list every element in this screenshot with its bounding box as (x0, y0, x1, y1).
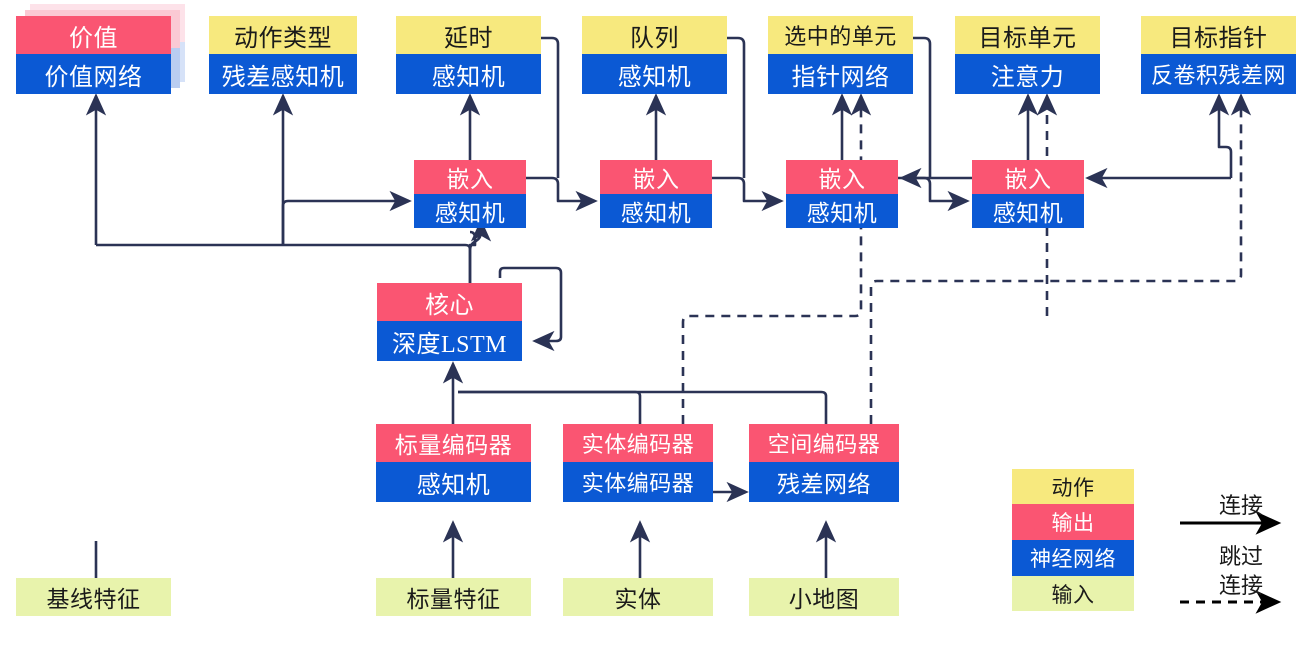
legend-connection-label: 连接 (1178, 488, 1301, 518)
legend-skip-text-2: 连接 (1218, 573, 1263, 598)
node-embed-4-bottom: 感知机 (972, 194, 1084, 228)
node-embed-2-bottom: 感知机 (600, 194, 712, 228)
input-scalar-features[interactable]: 标量特征 (376, 578, 531, 616)
node-target-unit-bottom: 注意力 (955, 54, 1100, 94)
input-minimap[interactable]: 小地图 (749, 578, 899, 616)
legend-skip-label-1: 跳过 (1178, 539, 1301, 569)
node-value[interactable]: 价值 价值网络 (16, 16, 171, 94)
node-target-unit[interactable]: 目标单元 注意力 (955, 16, 1100, 94)
node-spatial-encoder-top: 空间编码器 (749, 424, 899, 462)
input-entities[interactable]: 实体 (563, 578, 713, 616)
node-core-bottom: 深度LSTM (377, 321, 522, 361)
legend-swatch-output: 输出 (1012, 504, 1134, 540)
node-selected-units-top: 选中的单元 (768, 16, 913, 54)
node-queue-top: 队列 (582, 16, 727, 54)
node-core[interactable]: 核心 深度LSTM (377, 283, 522, 361)
node-action-type[interactable]: 动作类型 残差感知机 (209, 16, 357, 94)
node-action-type-top: 动作类型 (209, 16, 357, 54)
input-baseline-features-label: 基线特征 (16, 578, 171, 616)
node-scalar-encoder[interactable]: 标量编码器 感知机 (376, 424, 531, 502)
node-selected-units[interactable]: 选中的单元 指针网络 (768, 16, 913, 94)
node-spatial-encoder-bottom: 残差网络 (749, 462, 899, 502)
legend-skip-label-2: 连接 (1178, 568, 1301, 598)
node-target-unit-top: 目标单元 (955, 16, 1100, 54)
legend-swatches: 动作 输出 神经网络 输入 (1012, 469, 1134, 611)
node-scalar-encoder-bottom: 感知机 (376, 462, 531, 502)
node-queue-bottom: 感知机 (582, 54, 727, 94)
node-queue[interactable]: 队列 感知机 (582, 16, 727, 94)
legend-swatch-input: 输入 (1012, 576, 1134, 611)
node-delay[interactable]: 延时 感知机 (396, 16, 541, 94)
node-embed-3[interactable]: 嵌入 感知机 (786, 160, 898, 228)
legend-swatch-network: 神经网络 (1012, 540, 1134, 576)
input-entities-label: 实体 (563, 578, 713, 616)
legend-swatch-action: 动作 (1012, 469, 1134, 504)
node-action-type-bottom: 残差感知机 (209, 54, 357, 94)
node-target-point[interactable]: 目标指针 反卷积残差网 (1141, 16, 1296, 94)
input-scalar-features-label: 标量特征 (376, 578, 531, 616)
node-entity-encoder[interactable]: 实体编码器 实体编码器 (563, 424, 713, 502)
input-minimap-label: 小地图 (749, 578, 899, 616)
node-embed-3-bottom: 感知机 (786, 194, 898, 228)
node-embed-2[interactable]: 嵌入 感知机 (600, 160, 712, 228)
node-selected-units-bottom: 指针网络 (768, 54, 913, 94)
node-entity-encoder-bottom: 实体编码器 (563, 462, 713, 502)
node-embed-1-top: 嵌入 (414, 160, 526, 194)
node-embed-2-top: 嵌入 (600, 160, 712, 194)
node-core-top: 核心 (377, 283, 522, 321)
legend-connection-text: 连接 (1218, 493, 1263, 518)
node-embed-1[interactable]: 嵌入 感知机 (414, 160, 526, 228)
legend-skip-text-1: 跳过 (1218, 544, 1263, 569)
node-entity-encoder-top: 实体编码器 (563, 424, 713, 462)
node-target-point-top: 目标指针 (1141, 16, 1296, 54)
node-delay-bottom: 感知机 (396, 54, 541, 94)
node-delay-top: 延时 (396, 16, 541, 54)
node-embed-1-bottom: 感知机 (414, 194, 526, 228)
node-scalar-encoder-top: 标量编码器 (376, 424, 531, 462)
node-target-point-bottom: 反卷积残差网 (1141, 54, 1296, 94)
node-embed-4-top: 嵌入 (972, 160, 1084, 194)
input-baseline-features[interactable]: 基线特征 (16, 578, 171, 616)
node-value-bottom: 价值网络 (16, 54, 171, 94)
node-embed-3-top: 嵌入 (786, 160, 898, 194)
node-spatial-encoder[interactable]: 空间编码器 残差网络 (749, 424, 899, 502)
node-value-top: 价值 (16, 16, 171, 54)
node-embed-4[interactable]: 嵌入 感知机 (972, 160, 1084, 228)
